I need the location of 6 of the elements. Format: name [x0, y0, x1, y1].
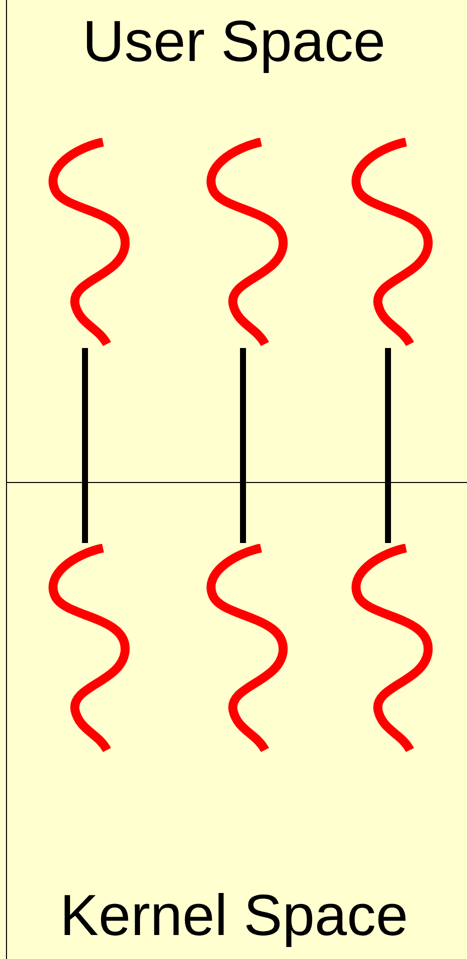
connector-line — [385, 348, 391, 543]
connector-line — [82, 348, 88, 543]
kernel-space-region — [6, 482, 467, 959]
connector-line — [240, 348, 246, 543]
region-title: Kernel Space — [58, 887, 410, 945]
region-title: User Space — [81, 13, 387, 71]
